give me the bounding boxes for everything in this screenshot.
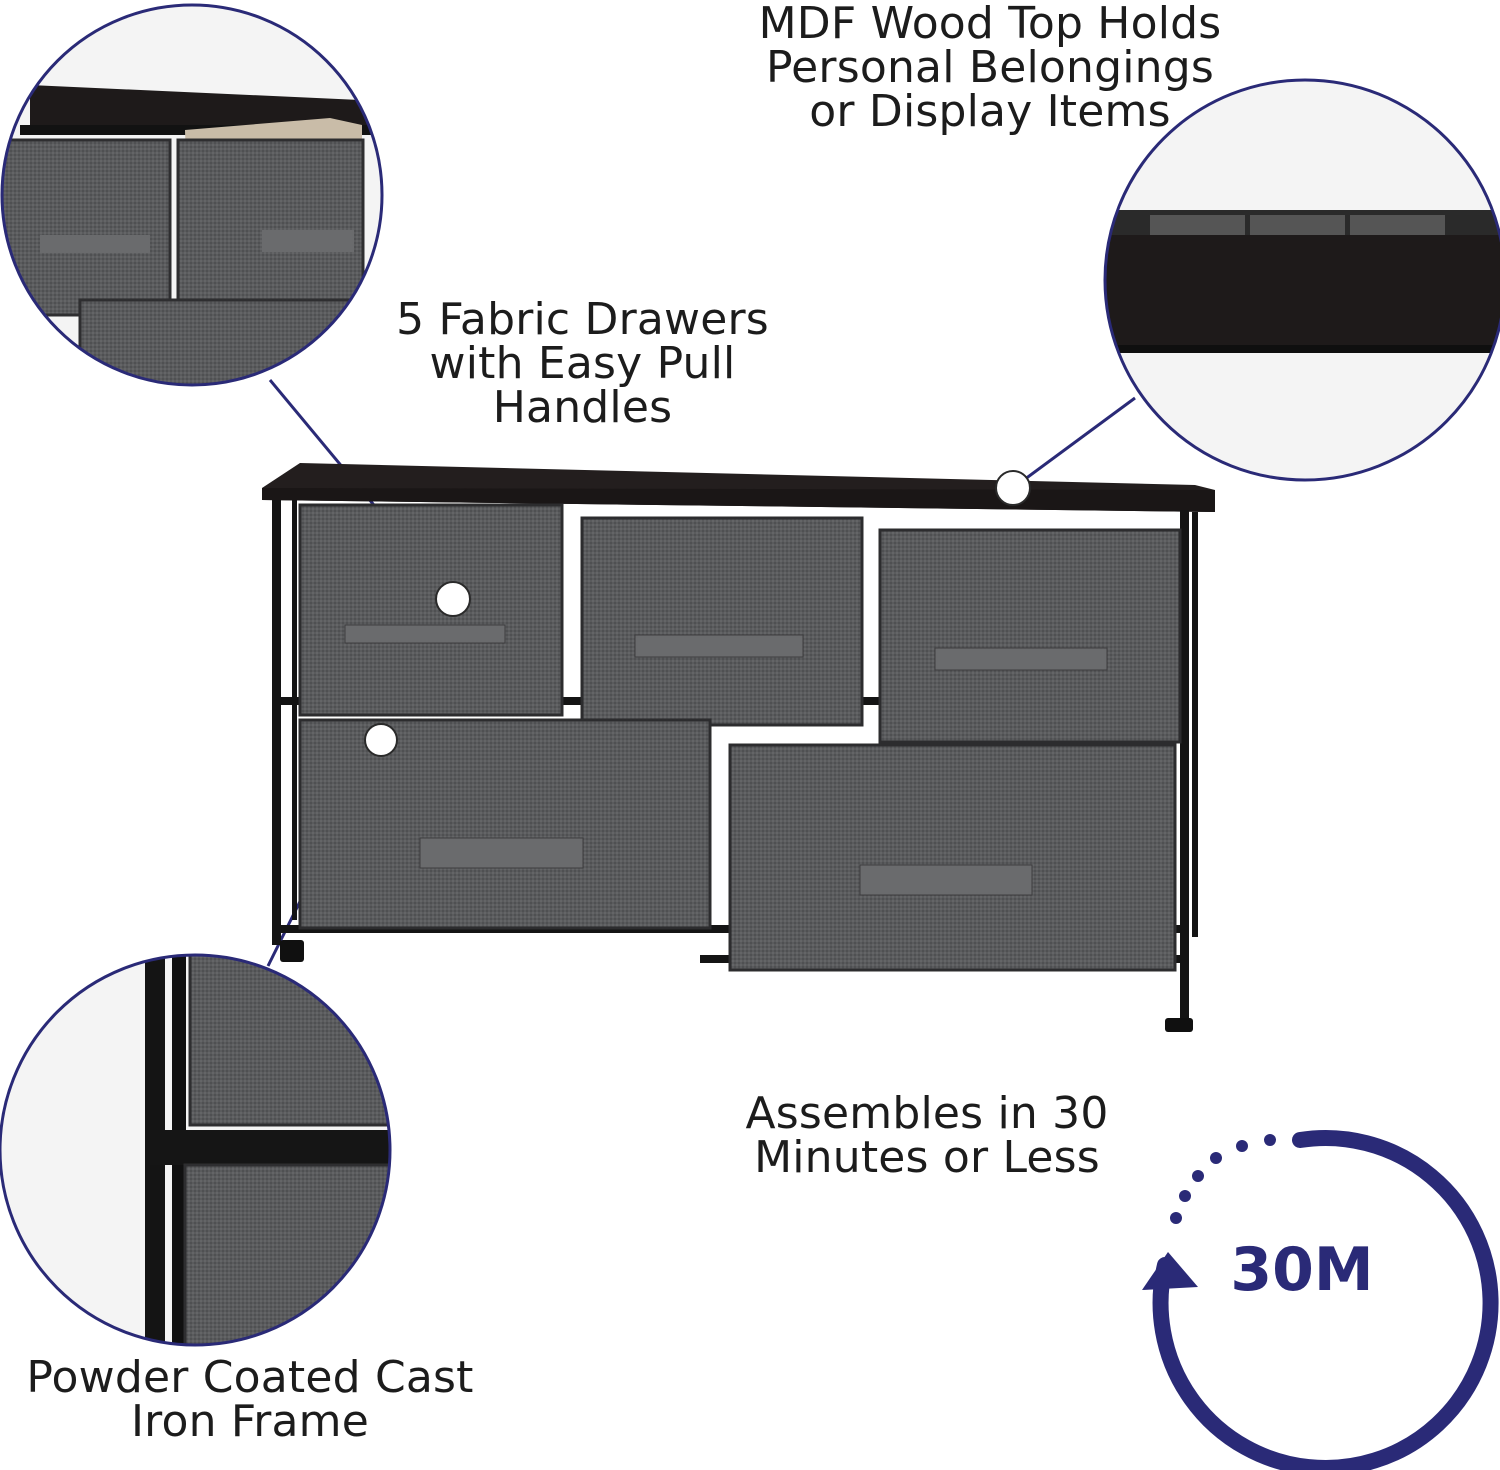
caption-assembly: Assembles in 30 Minutes or Less (712, 1092, 1142, 1180)
caption-line: 5 Fabric Drawers (396, 294, 769, 345)
caption-drawers: 5 Fabric Drawers with Easy Pull Handles (360, 298, 805, 430)
dresser-image (262, 463, 1215, 1032)
hotspot-dots (364, 470, 1031, 757)
caption-line: Assembles in 30 (745, 1088, 1109, 1139)
caption-frame: Powder Coated Cast Iron Frame (0, 1356, 500, 1444)
zoom-circle-drawers (2, 5, 382, 385)
zoom-circle-frame (0, 955, 390, 1345)
zoom-ring-frame (0, 953, 392, 1347)
caption-wood-top: MDF Wood Top Holds Personal Belongings o… (700, 2, 1280, 134)
zoom-circle-wood-top (1105, 80, 1500, 480)
zoom-ring-wood-top (1103, 78, 1500, 482)
assembly-time-badge: 30M (1230, 1235, 1374, 1305)
caption-line: Handles (492, 382, 673, 433)
caption-line: MDF Wood Top Holds (758, 0, 1222, 49)
caption-line: Minutes or Less (754, 1132, 1100, 1183)
caption-line: Iron Frame (131, 1396, 369, 1447)
clock-arrow-icon (1142, 1130, 1499, 1470)
caption-line: Powder Coated Cast (26, 1352, 474, 1403)
caption-line: Personal Belongings (765, 42, 1214, 93)
caption-line: or Display Items (809, 86, 1171, 137)
caption-line: with Easy Pull (429, 338, 736, 389)
zoom-ring-drawers (0, 3, 384, 387)
